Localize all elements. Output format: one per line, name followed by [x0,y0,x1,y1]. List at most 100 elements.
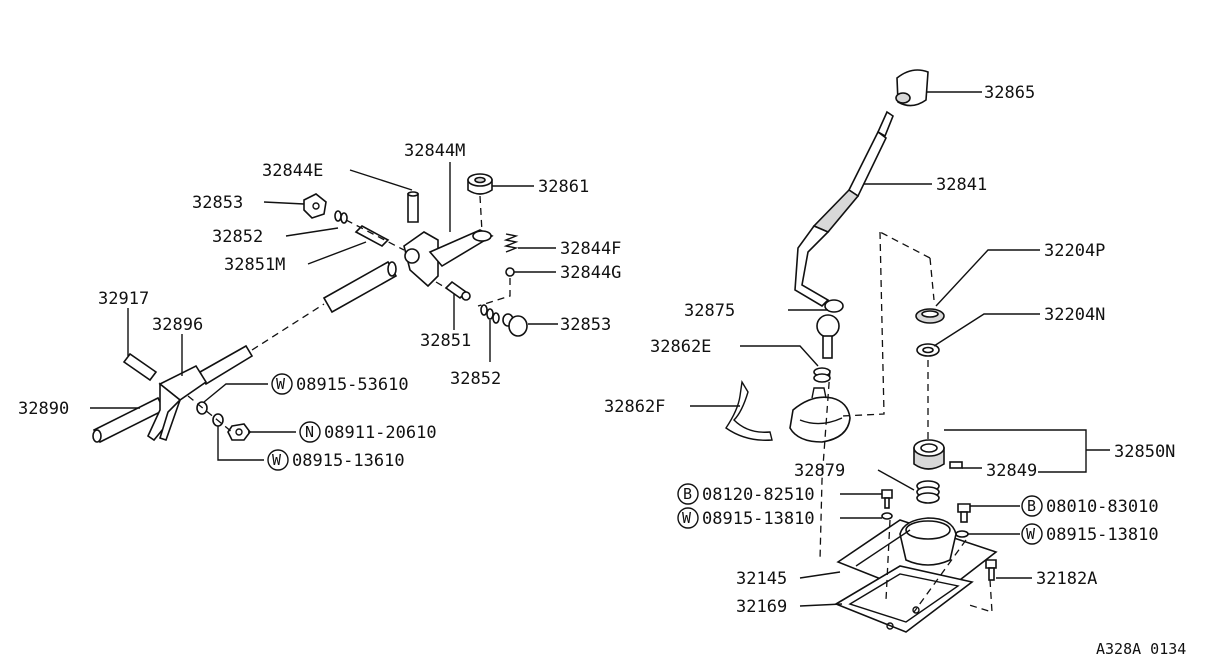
leader-line [263,201,305,205]
bolt-08010 [955,503,971,538]
label-32853-bottom: 32853 [560,315,611,335]
guide-line [965,579,993,613]
guide-line [345,219,405,251]
guide-line [913,539,967,613]
spring-32879 [916,480,940,504]
label-32182a: 32182A [1036,569,1097,589]
circled-prefix: W [682,509,692,527]
guide-line [187,395,233,433]
plug-32853-bottom [502,313,528,337]
circled-prefix: B [683,485,692,503]
clip-32862f [725,379,773,441]
label-32875: 32875 [684,301,735,321]
circled-prefix: B [1027,497,1036,515]
spring-32862e [813,367,831,383]
label-32852-bottom: 32852 [450,369,501,389]
spring-32844f [503,233,519,253]
leader-line [285,227,339,237]
leader-line [933,313,1040,347]
bushing-32861 [467,173,493,195]
nut-32853-top [303,193,327,219]
snap-ring-32204p [915,308,945,324]
fastener-label-b82510: B 08120-82510 [677,483,815,505]
label-32844e: 32844E [262,161,323,181]
leader-line [349,169,413,191]
leader-line [217,426,264,461]
guide-line [819,369,831,561]
label-32841: 32841 [936,175,987,195]
label-32862f: 32862F [604,397,665,417]
screw-32849 [949,461,963,469]
leader-line [799,571,841,579]
guide-line [841,231,885,417]
label-32853-top: 32853 [192,193,243,213]
part-number: 08120-82510 [702,485,815,505]
part-number: 08915-13610 [292,451,405,471]
label-32865: 32865 [984,83,1035,103]
part-number: 08915-53610 [296,375,409,395]
bolt-08120 [881,489,893,520]
label-32861: 32861 [538,177,589,197]
pin-32917 [122,352,158,382]
nut-hole [235,428,243,436]
plunger-32851m [354,225,390,247]
label-32204p: 32204P [1044,241,1105,261]
yoke-32896 [146,364,208,442]
guide-line [929,257,935,301]
label-32145: 32145 [736,569,787,589]
spring-32852-bottom [480,304,500,324]
leader-line [799,603,843,607]
leader-line [877,469,915,491]
leader-line [944,429,1087,473]
guide-line [879,231,931,259]
snap-ring-32204n [916,343,940,357]
shift-knob [895,69,929,107]
label-32852-top: 32852 [212,227,263,247]
spring-32852-top [334,210,348,224]
label-32890: 32890 [18,399,69,419]
label-32896: 32896 [152,315,203,335]
plunger-32851 [444,280,471,301]
fastener-label-b83010: B 08010-83010 [1021,495,1159,517]
shift-lever [794,110,894,313]
striking-lever-32844m [403,229,494,288]
circled-prefix: W [1026,525,1036,543]
figure-code: A328A 0134 [1096,640,1186,658]
label-32844g: 32844G [560,263,621,283]
circled-prefix: N [305,423,314,441]
bolt-32182a [985,559,997,581]
bushing-32850n [913,439,945,470]
leader-line [740,345,819,367]
ball-32844g [505,267,515,277]
circled-prefix: W [276,375,286,393]
fastener-label-w53610: W 08915-53610 [271,373,409,395]
guide-line [435,281,447,289]
guide-line [477,278,511,307]
shift-rod-32890 [92,260,398,444]
nut-20610 [227,423,251,441]
guide-line [885,519,891,601]
label-32169: 32169 [736,597,787,617]
lever-boot [789,387,851,443]
part-number: 08010-83010 [1046,497,1159,517]
label-32850n: 32850N [1114,442,1175,462]
label-32917: 32917 [98,289,149,309]
fastener-label-w13810a: W 08915-13810 [677,507,815,529]
gasket-32169 [834,565,974,633]
label-32204n: 32204N [1044,305,1105,325]
label-32849: 32849 [986,461,1037,481]
pin-32844e [407,191,419,223]
label-32844f: 32844F [560,239,621,259]
part-number: 08915-13810 [702,509,815,529]
fastener-label-w13610: W 08915-13610 [267,449,405,471]
label-32862e: 32862E [650,337,711,357]
label-32851m: 32851M [224,255,285,275]
leader-line [203,383,268,403]
leader-line [935,249,1040,307]
part-number: 08915-13810 [1046,525,1159,545]
leader-line [307,241,367,265]
fastener-label-n20610: N 08911-20610 [299,421,437,443]
label-32879: 32879 [794,461,845,481]
lever-ball-end [816,314,840,359]
